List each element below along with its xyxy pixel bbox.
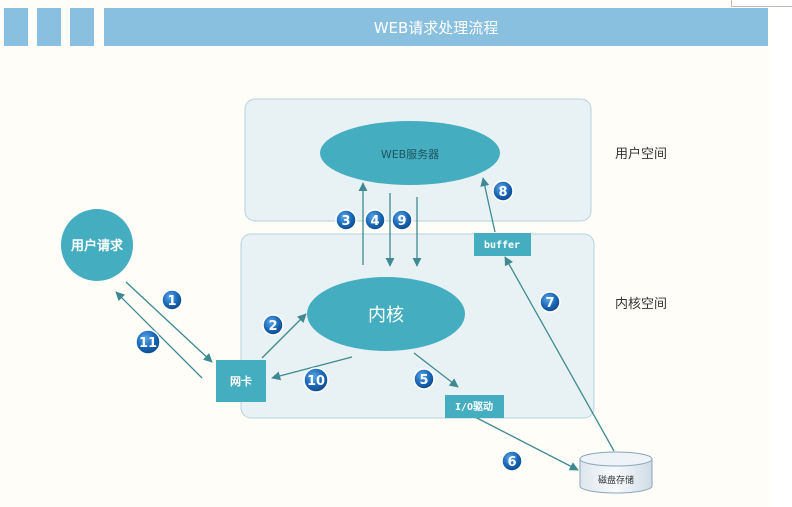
kernel-node — [307, 277, 465, 351]
step-badge-icon — [303, 367, 329, 393]
buffer-node — [474, 233, 531, 256]
io-driver-node — [445, 395, 504, 418]
step-badge-5: 5 — [413, 368, 435, 390]
arrow-buffer-to-web — [480, 177, 496, 233]
slide: WEB请求处理流程 用户空间 内核空间 — [4, 8, 768, 494]
step-badge-icon — [364, 209, 386, 231]
web-server-label: WEB服务器 — [381, 148, 439, 161]
step-badge-4: 4 — [364, 209, 386, 231]
step-badge-icon — [135, 329, 161, 355]
io-driver-label: I/O驱动 — [455, 400, 493, 413]
header-square-1 — [4, 8, 28, 46]
step-number: 8 — [498, 185, 507, 200]
page-title: WEB请求处理流程 — [104, 8, 768, 46]
arrow-disk-to-buffer — [504, 256, 615, 452]
nic-node — [216, 360, 266, 402]
step-number: 4 — [370, 214, 379, 229]
step-number: 2 — [268, 319, 277, 334]
step-badge-icon — [492, 180, 514, 202]
disk-cylinder-icon — [579, 451, 653, 494]
step-badge-6: 6 — [501, 450, 523, 472]
arrow-request-to-nic — [125, 281, 213, 363]
buffer-label: buffer — [484, 240, 520, 251]
arrow-io-to-disk — [472, 415, 579, 471]
arrow-kernel-to-nic — [271, 356, 353, 381]
user-space-label: 用户空间 — [615, 146, 667, 162]
window-edge — [770, 0, 792, 507]
web-server-node — [320, 121, 500, 185]
disk-label: 磁盘存储 — [598, 474, 634, 486]
step-number: 1 — [167, 294, 176, 309]
kernel-space-label: 内核空间 — [615, 296, 667, 312]
step-number: 9 — [397, 214, 406, 229]
step-badge-icon — [413, 368, 435, 390]
kernel-label: 内核 — [368, 305, 404, 326]
flow-diagram: 用户空间 内核空间 WEB服务器 内核 用户请求 网卡 buffer I/O驱动 — [61, 98, 667, 494]
nic-label: 网卡 — [230, 374, 252, 388]
corner-mark — [731, 0, 792, 7]
step-number: 5 — [419, 373, 428, 388]
step-badge-icon — [391, 209, 413, 231]
step-badge-icon — [161, 289, 183, 311]
step-number: 7 — [545, 296, 554, 311]
step-badge-icon — [262, 314, 284, 336]
step-number: 3 — [341, 214, 350, 229]
arrow-nic-to-user — [115, 291, 203, 379]
user-request-label: 用户请求 — [70, 238, 124, 254]
step-badge-icon — [335, 209, 357, 231]
header-square-2 — [37, 8, 61, 46]
step-number: 11 — [139, 336, 157, 351]
user-request-node — [61, 209, 133, 281]
step-badge-9: 9 — [391, 209, 413, 231]
step-badge-1: 1 — [161, 289, 183, 311]
step-badge-11: 11 — [135, 329, 161, 355]
arrow-nic-to-kernel — [261, 313, 307, 359]
step-number: 6 — [507, 455, 516, 470]
header-square-3 — [70, 8, 94, 46]
step-badge-3: 3 — [335, 209, 357, 231]
step-badge-2: 2 — [262, 314, 284, 336]
arrow-kernel-to-io — [413, 352, 459, 388]
step-badge-8: 8 — [492, 180, 514, 202]
step-number: 10 — [307, 374, 325, 389]
step-badge-icon — [539, 291, 561, 313]
step-badge-7: 7 — [539, 291, 561, 313]
step-badge-icon — [501, 450, 523, 472]
step-badge-10: 10 — [303, 367, 329, 393]
